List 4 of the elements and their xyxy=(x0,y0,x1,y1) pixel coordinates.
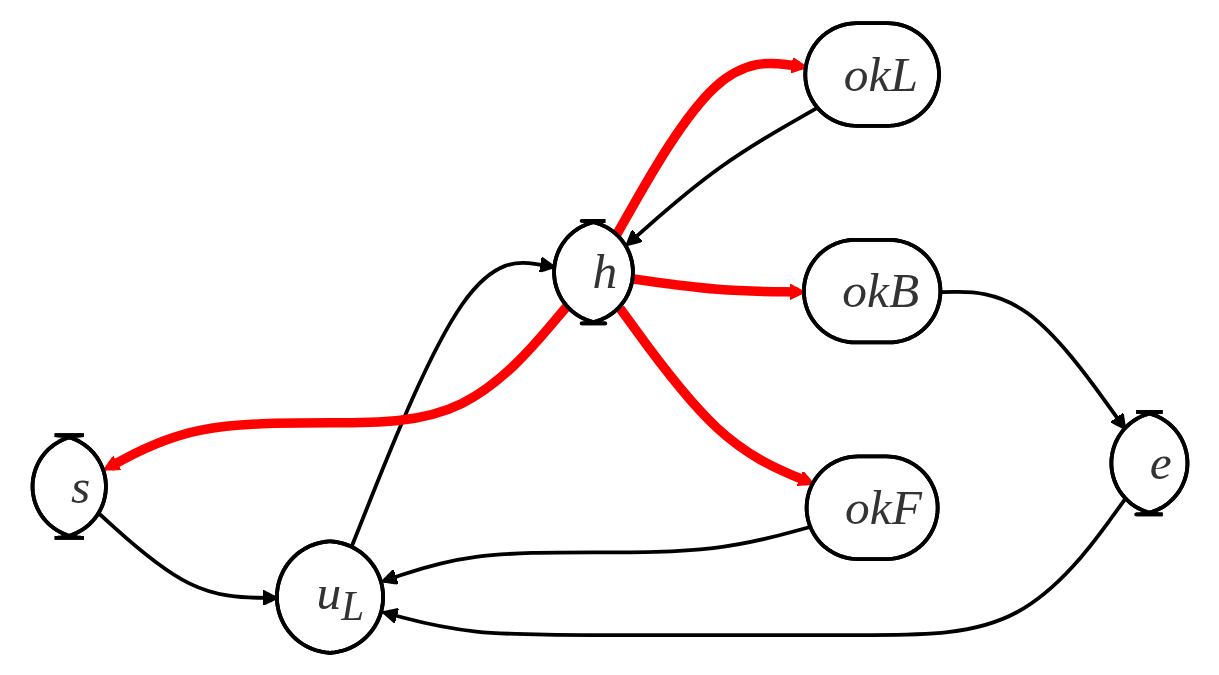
arrow xyxy=(624,105,819,246)
arrow xyxy=(102,302,571,471)
arrow xyxy=(380,524,811,585)
arrow xyxy=(940,289,1126,430)
